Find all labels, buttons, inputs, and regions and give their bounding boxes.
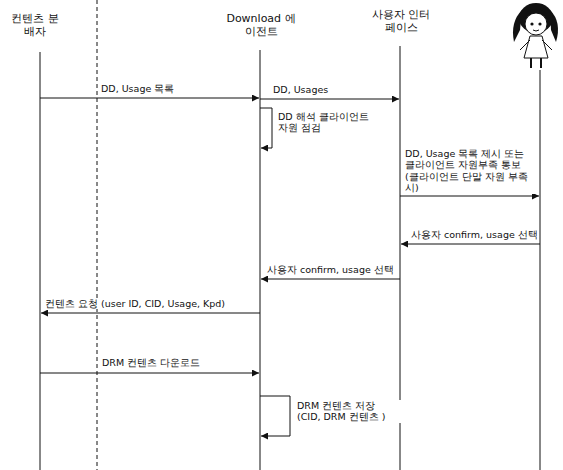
message-arrow <box>41 313 260 314</box>
message-arrow <box>40 98 259 99</box>
figure-arm <box>520 40 530 50</box>
message-label: DRM 컨텐츠 저장 (CID, DRM 컨텐츠 ) <box>296 400 402 423</box>
user-figure <box>513 3 558 68</box>
message-label: 사용자 confirm, usage 선택 <box>410 229 539 240</box>
figure-eye <box>538 22 541 25</box>
message-label: DD 해석 클라이언트자원 점검 <box>277 111 379 134</box>
figure-mouth <box>533 30 539 31</box>
boundary-line <box>97 0 98 470</box>
message-label: 컨텐츠 요청 (user ID, CID, Usage, Kpd) <box>44 298 226 309</box>
figure-arm <box>542 40 552 50</box>
message-label: DD, Usages <box>272 84 329 95</box>
self-message-arrow <box>260 396 290 436</box>
self-message-arrow <box>260 108 272 148</box>
message-arrow <box>400 196 539 197</box>
figure-leg <box>540 58 542 68</box>
message-label: 사용자 confirm, usage 선택 <box>266 264 395 275</box>
figure-face <box>525 13 547 35</box>
lifeline <box>260 50 261 470</box>
figure-eye <box>530 22 533 25</box>
participant-name: Download 에이전트 <box>222 12 300 38</box>
message-arrow <box>40 373 259 374</box>
message-label: DD, Usage 목록 <box>100 83 175 94</box>
lifeline <box>40 52 41 470</box>
message-label: DRM 컨텐츠 다운로드 <box>101 357 201 368</box>
message-arrow <box>260 99 399 100</box>
lifeline <box>540 70 541 470</box>
participant-name: 사용자 인터페이스 <box>366 8 436 34</box>
message-arrow <box>261 279 400 280</box>
figure-dress <box>524 36 548 58</box>
message-arrow <box>401 244 540 245</box>
participant-name: 컨텐츠 분배자 <box>10 12 60 38</box>
figure-leg <box>530 58 532 68</box>
message-label: DD, Usage 목록 제시 또는 클라이언트 자원부족 통보 (클라이언트 … <box>404 148 538 194</box>
figure-fringe <box>525 9 547 18</box>
